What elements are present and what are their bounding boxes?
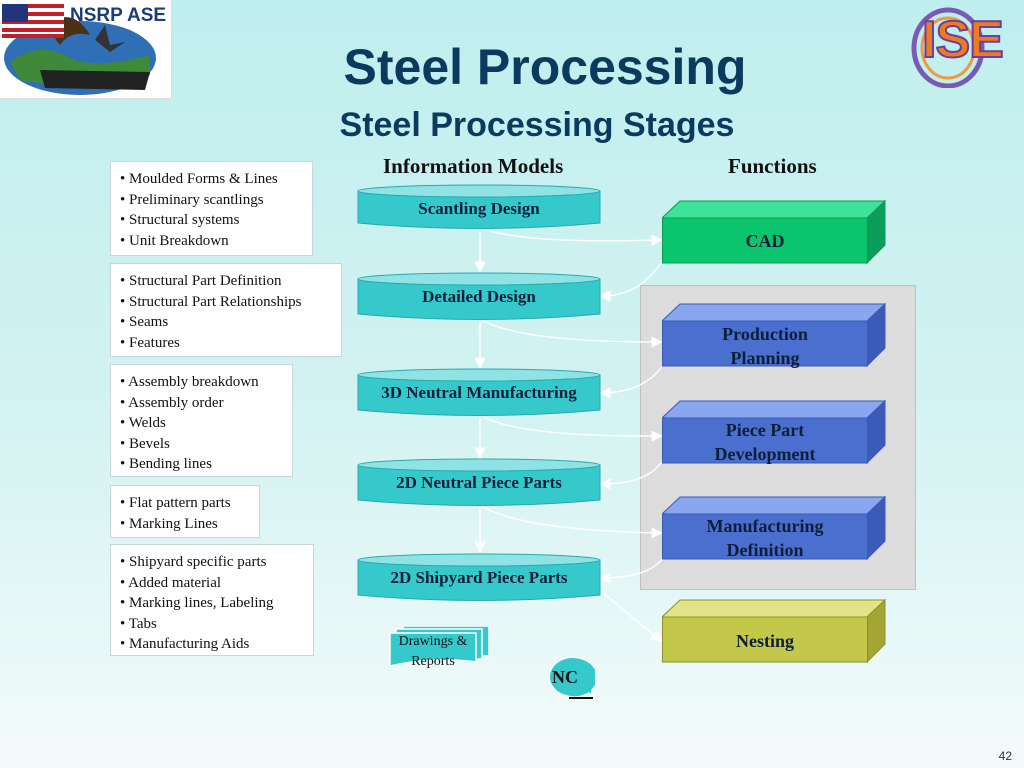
function-label-group: Production Planning	[722, 322, 808, 370]
nsrp-ase-logo-text: NSRP ASE	[70, 5, 167, 26]
functions-column-heading: Functions	[728, 154, 817, 178]
cylinder-shape	[357, 184, 601, 229]
function-nesting: Nesting	[662, 599, 886, 663]
function-label-line: Piece Part	[725, 420, 805, 440]
nsrp-ase-logo: NSRP ASE	[0, 0, 172, 99]
note-item: • Manufacturing Aids	[120, 636, 250, 652]
note-detailed-design: • Structural Part Definition • Structura…	[110, 263, 342, 357]
box-shape	[662, 599, 886, 663]
note-item: • Structural systems	[120, 212, 240, 228]
ise-ring-icon	[911, 7, 985, 88]
note-item: • Assembly order	[120, 394, 224, 411]
document-stack-icon	[389, 626, 490, 667]
note-scantling-design: • Moulded Forms & Lines • Preliminary sc…	[110, 161, 313, 256]
drawings-reports-docs: Drawings & Reports	[389, 626, 491, 672]
model-2d-neutral-piece-parts: 2D Neutral Piece Parts	[357, 458, 601, 506]
note-item: • Shipyard specific parts	[120, 554, 267, 570]
cylinder-shape	[357, 272, 601, 320]
note-item: • Bending lines	[120, 456, 212, 472]
cylinder-shape	[357, 458, 601, 506]
function-production-planning: Production Planning	[662, 303, 886, 370]
note-item: • Structural Part Definition	[120, 273, 282, 289]
drawings-label-line: Reports	[411, 654, 455, 669]
model-label: 2D Neutral Piece Parts	[396, 473, 562, 492]
ise-logo-text: ISE	[921, 10, 1005, 70]
page-number: 42	[998, 749, 1012, 763]
function-label-line: Development	[714, 444, 816, 464]
drawings-label-line: Drawings &	[398, 634, 468, 649]
nc-bubble-shape	[548, 657, 595, 699]
ise-logo: ISE	[908, 2, 1020, 88]
note-3d-neutral-manufacturing: • Assembly breakdown • Assembly order • …	[110, 364, 293, 477]
page-title: Steel Processing	[343, 39, 747, 95]
note-item: • Flat pattern parts	[120, 495, 231, 511]
model-detailed-design: Detailed Design	[357, 272, 601, 320]
note-2d-shipyard-piece-parts: • Shipyard specific parts • Added materi…	[110, 544, 314, 656]
page-subtitle: Steel Processing Stages	[339, 106, 735, 144]
note-item: • Seams	[120, 314, 169, 330]
note-item: • Features	[120, 334, 180, 351]
note-item: • Unit Breakdown	[120, 232, 229, 249]
function-label-line: Manufacturing	[706, 516, 824, 536]
models-column-heading: Information Models	[383, 154, 564, 178]
note-item: • Marking lines, Labeling	[120, 595, 274, 611]
us-flag-icon	[2, 4, 64, 38]
function-label-line: Planning	[730, 348, 800, 368]
function-label: CAD	[745, 231, 785, 251]
function-label-group: Manufacturing Definition	[707, 514, 824, 562]
model-3d-neutral-manufacturing: 3D Neutral Manufacturing	[357, 368, 601, 416]
box-shape	[662, 496, 886, 560]
function-label: Nesting	[736, 631, 794, 651]
note-item: • Welds	[120, 415, 166, 431]
box-shape	[662, 303, 886, 367]
model-label: Detailed Design	[422, 287, 536, 306]
nc-node: NC	[539, 657, 595, 701]
note-item: • Added material	[120, 574, 222, 591]
note-item: • Preliminary scantlings	[120, 191, 264, 208]
note-item: • Marking Lines	[120, 515, 218, 532]
note-item: • Tabs	[120, 615, 157, 632]
note-item: • Structural Part Relationships	[120, 293, 302, 310]
model-scantling-design: Scantling Design	[357, 184, 601, 230]
note-2d-neutral-piece-parts: • Flat pattern parts • Marking Lines	[110, 485, 260, 538]
function-cad: CAD	[662, 200, 886, 264]
cylinder-shape	[357, 368, 601, 416]
function-piece-part-development: Piece Part Development	[662, 400, 886, 464]
note-item: • Bevels	[120, 435, 170, 452]
function-manufacturing-definition: Manufacturing Definition	[662, 496, 886, 560]
model-label: Scantling Design	[418, 199, 540, 218]
note-item: • Moulded Forms & Lines	[120, 171, 278, 187]
function-label-line: Production	[722, 324, 808, 344]
model-label: 2D Shipyard Piece Parts	[390, 568, 568, 587]
function-label-group: Piece Part Development	[715, 418, 816, 466]
box-shape	[662, 200, 886, 264]
nc-label: NC	[552, 667, 578, 687]
drawings-reports-label: Drawings & Reports	[389, 632, 477, 672]
box-shape	[662, 400, 886, 464]
cylinder-shape	[357, 553, 601, 601]
note-item: • Assembly breakdown	[120, 374, 259, 390]
model-2d-shipyard-piece-parts: 2D Shipyard Piece Parts	[357, 553, 601, 601]
function-label-line: Definition	[726, 540, 804, 560]
model-label: 3D Neutral Manufacturing	[381, 383, 577, 402]
nsrp-ase-emblem-icon	[2, 4, 156, 95]
